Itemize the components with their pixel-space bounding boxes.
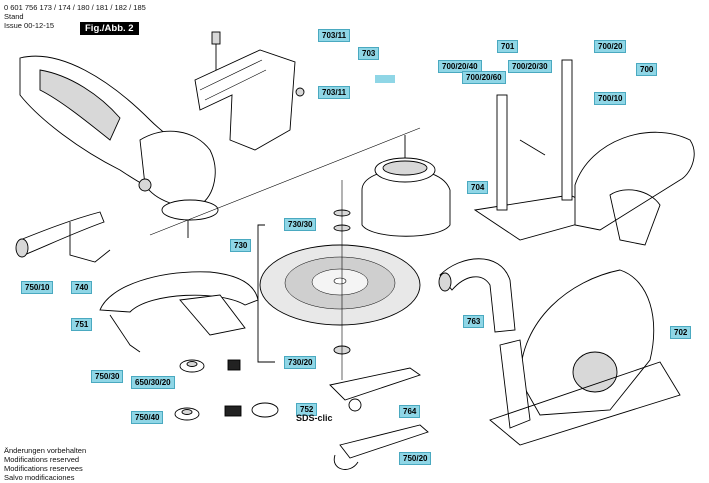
part-label-730[interactable]: 730 [230,239,252,252]
part-label-703-11-top[interactable]: 703/11 [318,29,351,42]
footer-line-1: Änderungen vorbehalten [4,446,87,455]
spanner-764 [329,367,421,412]
flange-nuts [174,359,279,421]
part-label-700[interactable]: 700 [636,63,658,76]
color-marker [375,75,395,83]
issue-date: 00-12-15 [24,21,55,30]
part-label-700-20-30[interactable]: 700/20/30 [508,60,552,73]
part-label-764[interactable]: 764 [399,405,421,418]
guard-700 [574,131,695,246]
part-label-700-20-60[interactable]: 700/20/60 [462,71,506,84]
sds-clic-label: SDS-clic [296,413,333,423]
part-label-650-30-20[interactable]: 650/30/20 [131,376,175,389]
stand-label: Stand [4,12,24,21]
part-label-730-20[interactable]: 730/20 [284,356,317,369]
part-numbers: 0 601 756 173 / 174 / 180 / 181 / 182 / … [4,3,146,12]
footer-notes: Änderungen vorbehalten Modifications res… [4,446,86,482]
cutting-disc-730 [257,180,421,380]
part-label-700-20-40[interactable]: 700/20/40 [438,60,482,73]
guard-704 [361,135,451,237]
part-label-750-20[interactable]: 750/20 [399,452,432,465]
part-label-701[interactable]: 701 [497,40,519,53]
part-label-702[interactable]: 702 [670,326,692,339]
part-label-750-40[interactable]: 750/40 [131,411,164,424]
side-handle [15,211,111,263]
footer-line-4: Salvo modificaciones [4,473,75,482]
part-label-750-30[interactable]: 750/30 [91,370,124,383]
spanner-750-20 [333,424,429,470]
footer-line-2: Modifications reserved [4,455,80,464]
part-label-703[interactable]: 703 [358,47,380,60]
part-label-752[interactable]: 752 [296,403,318,416]
part-label-704[interactable]: 704 [467,181,489,194]
issue-label: Issue [4,21,22,30]
figure-tag: Fig./Abb. 2 [80,22,139,35]
part-label-750-10[interactable]: 750/10 [21,281,54,294]
part-label-763[interactable]: 763 [463,315,485,328]
hose-763 [438,258,516,333]
part-label-730-30[interactable]: 730/30 [284,218,317,231]
part-label-703-11-bottom[interactable]: 703/11 [318,86,351,99]
guard-751 [99,271,259,353]
drawing-header: 0 601 756 173 / 174 / 180 / 181 / 182 / … [4,3,146,30]
part-label-700-10[interactable]: 700/10 [594,92,627,105]
angle-grinder [19,55,219,238]
part-label-751[interactable]: 751 [71,318,93,331]
bracket-703 [194,31,305,151]
part-label-740[interactable]: 740 [71,281,93,294]
part-label-700-20[interactable]: 700/20 [594,40,627,53]
footer-line-3: Modifications reservees [4,464,83,473]
cutting-guard-702 [489,269,681,446]
